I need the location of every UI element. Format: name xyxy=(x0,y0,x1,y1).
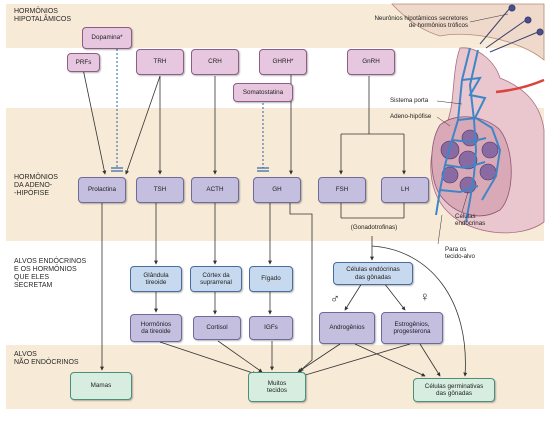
androgenios-box: Androgênios xyxy=(319,312,375,344)
celulas-endocrinas-label: Células endócrinas xyxy=(455,213,486,228)
section-adenohypophysis: HORMÔNIOS DA ADENO- -HIPÓFISE xyxy=(14,174,58,197)
somatostatina-box: Somatostatina xyxy=(233,83,293,102)
illustration-leaders xyxy=(436,13,509,245)
lh-box: LH xyxy=(381,177,429,203)
cortisol-box: Cortisol xyxy=(193,316,241,340)
dopamina-box: Dopamina* xyxy=(82,27,132,49)
male-symbol: ♂ xyxy=(330,291,340,306)
prfs-box: PRFs xyxy=(67,53,100,72)
muitos-tecidos-box: Muitos tecidos xyxy=(248,372,306,402)
gonadotrofinas-label: (Gonadotrofinas) xyxy=(350,224,398,231)
inhibitory-pathways xyxy=(116,49,264,168)
female-symbol: ♀ xyxy=(420,289,430,304)
cortex-suprarrenal-box: Córtex da suprarrenal xyxy=(190,266,242,292)
figado-box: Fígado xyxy=(249,266,293,292)
section-nonendocrine-targets: ALVOS NÃO ENDÓCRINOS xyxy=(14,351,79,366)
trh-box: TRH xyxy=(136,49,184,75)
acth-box: ACTH xyxy=(191,177,239,203)
estrogenios-box: Estrogênios, progesterona xyxy=(381,312,443,344)
sistema-porta-label: Sistema porta xyxy=(390,97,429,104)
section-endocrine-targets: ALVOS ENDÓCRINOS E OS HORMÔNIOS QUE ELES… xyxy=(14,258,87,289)
tsh-box: TSH xyxy=(136,177,184,203)
adeno-hipofise-label: Adeno-hipófise xyxy=(390,113,432,120)
ghrh-box: GHRH* xyxy=(259,49,307,75)
celulas-gonadas-box: Células endócrinas das gônadas xyxy=(333,262,413,285)
crh-box: CRH xyxy=(191,49,239,75)
section-hypothalamic: HORMÔNIOS HIPOTALÂMICOS xyxy=(14,8,72,23)
glandula-tireoide-box: Glândula tireoide xyxy=(130,266,182,292)
tecido-alvo-label: Para os tecido-alvo xyxy=(445,246,475,261)
celulas-germinativas-box: Células germinativas das gônadas xyxy=(413,378,495,402)
prolactina-box: Prolactina xyxy=(78,177,126,203)
artery xyxy=(495,78,545,94)
hormonios-tireoide-box: Hormônios da tireoide xyxy=(130,314,182,342)
mamas-box: Mamas xyxy=(70,372,132,400)
fsh-box: FSH xyxy=(318,177,366,203)
gh-box: GH xyxy=(253,177,301,203)
portal-vessels xyxy=(435,47,502,223)
gnrh-box: GnRH xyxy=(347,49,395,75)
hypothalamic-neurons xyxy=(479,4,544,53)
igfs-box: IGFs xyxy=(249,316,293,340)
neuronios-label: Neurônios hipotâmicos secretores de horm… xyxy=(374,15,468,30)
